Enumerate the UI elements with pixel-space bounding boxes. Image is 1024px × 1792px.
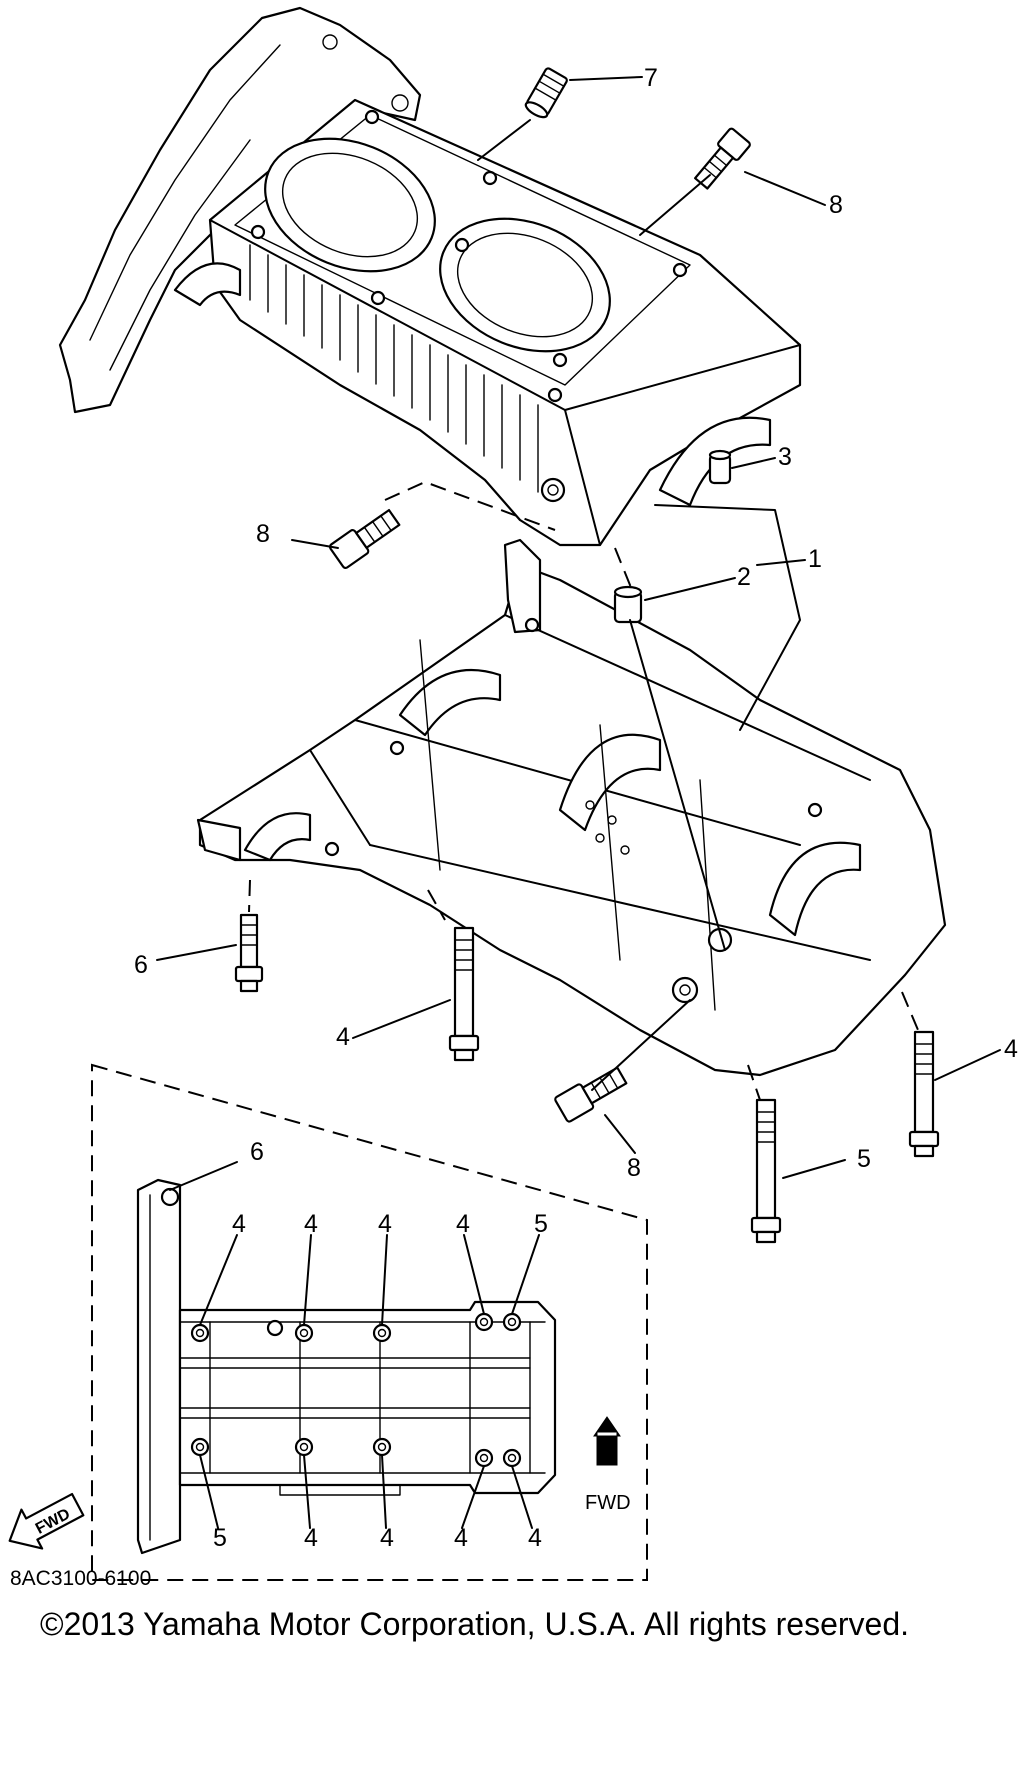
- diagram-code: 8AC3100-6100: [10, 1567, 152, 1590]
- callout-numbers: 7 8 3 2 1 8 6 4 8 5 4: [134, 64, 1018, 1182]
- deck-holes: [250, 109, 688, 403]
- callout-6: 6: [134, 951, 148, 979]
- fwd-badge-arrow-icon: FWD: [8, 1492, 85, 1550]
- part-8-bolt-left: [328, 508, 401, 570]
- leader-lines: [156, 76, 1001, 1179]
- copyright-notice: ©2013 Yamaha Motor Corporation, U.S.A. A…: [40, 1606, 910, 1642]
- callout-2: 2: [737, 563, 751, 591]
- inset-callout-bottom-4: 4: [454, 1524, 468, 1552]
- callout-7: 7: [644, 64, 658, 92]
- part-7-stud: [524, 67, 568, 119]
- inset-callout-top-2: 4: [304, 1210, 318, 1238]
- part-5-bolt: [750, 1098, 782, 1244]
- part-3-dowel: [708, 449, 732, 485]
- part-6-bolt: [234, 913, 264, 993]
- lower-case-holes: [324, 617, 823, 953]
- callout-8-upper: 8: [829, 191, 843, 219]
- part-4-bolt-left: [448, 926, 480, 1062]
- fwd-up-arrow-icon: [593, 1416, 621, 1466]
- callout-8-left: 8: [256, 520, 270, 548]
- part-4-bolt-right: [908, 1030, 940, 1158]
- cooling-fins: [249, 244, 539, 493]
- callout-5: 5: [857, 1145, 871, 1173]
- inset-callout-top-1: 4: [232, 1210, 246, 1238]
- part-2-collar: [613, 585, 643, 624]
- inset-callout-top-3: 4: [378, 1210, 392, 1238]
- lower-crankcase: [196, 538, 947, 1077]
- bottom-view-inset: 6 4 4 4 4 5 5 4 4 4 4 FWD: [91, 1063, 648, 1581]
- fwd-label: FWD: [585, 1492, 631, 1514]
- inset-callout-top-5: 5: [534, 1210, 548, 1238]
- inset-callout-top-4: 4: [456, 1210, 470, 1238]
- inset-callout-bottom-1: 5: [213, 1524, 227, 1552]
- callout-8-lower: 8: [627, 1154, 641, 1182]
- callout-1: 1: [808, 545, 822, 573]
- callout-4-right: 4: [1004, 1035, 1018, 1063]
- upper-crankcase: [58, 6, 802, 547]
- inset-callout-bottom-5: 4: [528, 1524, 542, 1552]
- part-8-bolt-lower: [554, 1066, 628, 1123]
- inset-holes-top: [190, 1312, 522, 1343]
- callout-3: 3: [778, 443, 792, 471]
- inset-callout-6: 6: [250, 1138, 264, 1166]
- inset-callout-bottom-3: 4: [380, 1524, 394, 1552]
- inset-holes-bottom: [190, 1437, 522, 1468]
- part-8-bolt-upper: [693, 127, 751, 190]
- inset-callout-bottom-2: 4: [304, 1524, 318, 1552]
- callout-4-left: 4: [336, 1023, 350, 1051]
